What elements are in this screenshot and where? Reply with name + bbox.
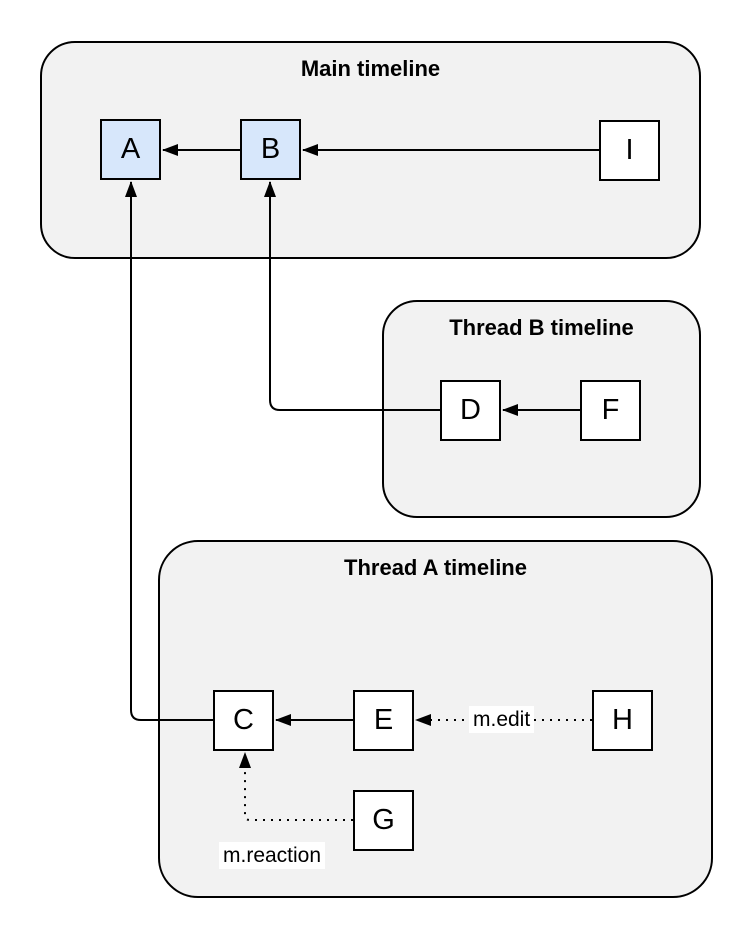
node-f-label: F — [601, 394, 620, 426]
node-g-label: G — [372, 804, 395, 836]
group-title-thread-b-timeline: Thread B timeline — [449, 315, 634, 340]
group-title-main-timeline: Main timeline — [300, 56, 441, 81]
node-h: H — [592, 690, 653, 751]
node-a-label: A — [120, 133, 141, 165]
node-b: B — [240, 119, 301, 180]
node-c-label: C — [233, 704, 254, 736]
node-d: D — [440, 380, 501, 441]
group-thread-b-timeline: Thread B timeline — [382, 300, 701, 518]
group-title-thread-a-timeline: Thread A timeline — [344, 555, 527, 580]
edge-label-m-reaction: m.reaction — [219, 842, 326, 869]
node-e: E — [353, 690, 414, 751]
node-a: A — [100, 119, 161, 180]
node-c: C — [213, 690, 274, 751]
edge-label-m-edit: m.edit — [469, 706, 535, 733]
node-b-label: B — [260, 133, 281, 165]
node-i: I — [599, 120, 660, 181]
node-h-label: H — [612, 704, 633, 736]
node-e-label: E — [373, 704, 394, 736]
node-g: G — [353, 790, 414, 851]
node-d-label: D — [460, 394, 481, 426]
node-i-label: I — [625, 134, 634, 166]
node-f: F — [580, 380, 641, 441]
